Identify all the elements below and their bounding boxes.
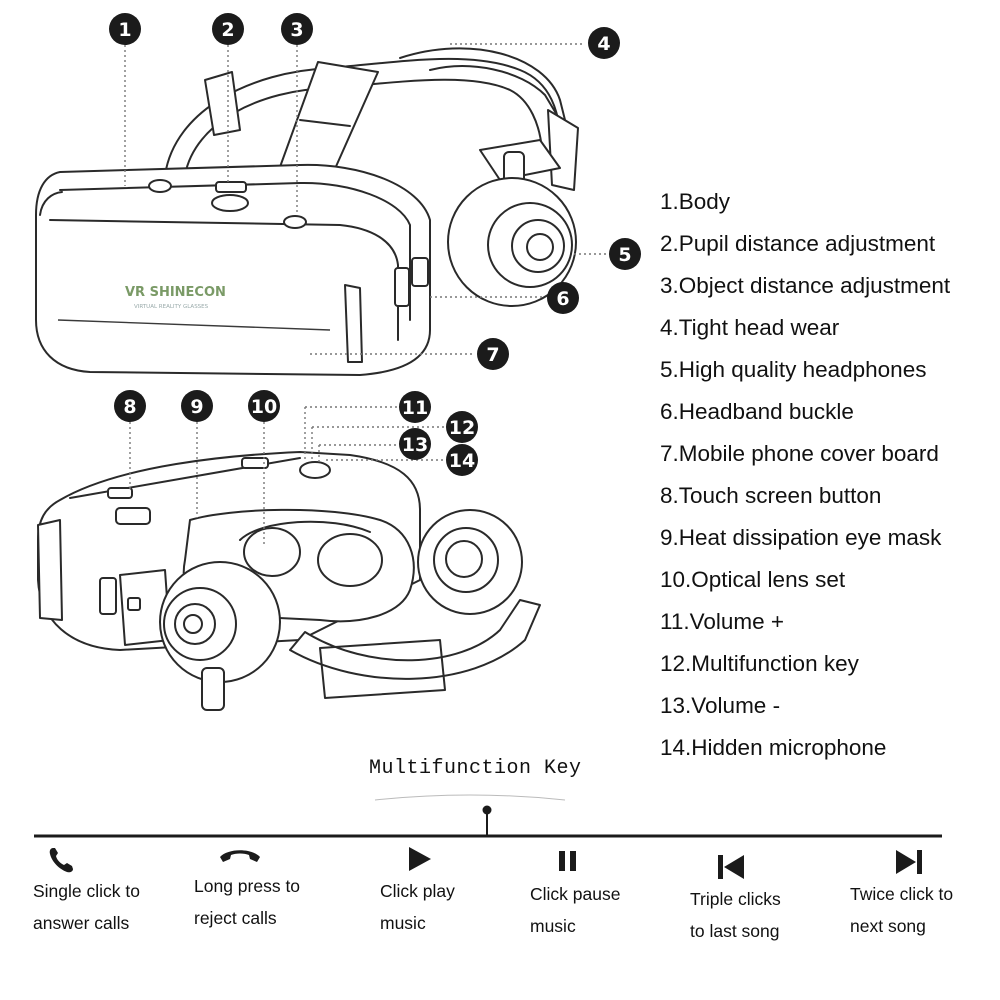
legend-item-object-distance: 3.Object distance adjustment <box>660 273 951 298</box>
svg-text:5: 5 <box>618 244 631 266</box>
marker-2: 2 <box>212 13 244 45</box>
marker-8: 8 <box>114 390 146 422</box>
marker-1: 1 <box>109 13 141 45</box>
legend-item-body: 1.Body <box>660 189 731 214</box>
key-answer-call-line2: answer calls <box>33 913 130 933</box>
key-previous-song-line1: Triple clicks <box>690 889 781 909</box>
key-previous-song-line2: to last song <box>690 921 780 941</box>
marker-4: 4 <box>588 27 620 59</box>
legend-item-head-wear: 4.Tight head wear <box>660 315 840 340</box>
hang-up-icon <box>220 850 260 862</box>
leader-lines <box>124 43 607 545</box>
key-pause-music: Click pause music <box>530 848 620 942</box>
key-pause-music-line2: music <box>530 916 576 936</box>
key-reject-call-line2: reject calls <box>194 908 277 928</box>
svg-text:3: 3 <box>290 19 303 41</box>
play-icon <box>409 847 431 871</box>
marker-10: 10 <box>248 390 280 422</box>
headset-front-view: VR SHINECON VIRTUAL REALITY GLASSES <box>35 47 579 376</box>
svg-text:11: 11 <box>402 397 428 419</box>
legend-item-headphones: 5.High quality headphones <box>660 357 927 382</box>
key-next-song-line2: next song <box>850 916 926 936</box>
legend-item-eye-mask: 9.Heat dissipation eye mask <box>660 525 942 550</box>
logo-subtext: VIRTUAL REALITY GLASSES <box>134 304 209 310</box>
headset-rear-view <box>37 451 541 711</box>
key-next-song: Twice click to next song <box>850 848 953 942</box>
marker-14: 14 <box>446 444 478 476</box>
key-play-music: Click play music <box>380 845 455 939</box>
key-answer-call: Single click to answer calls <box>33 845 140 939</box>
legend-item-multifunction-key: 12.Multifunction key <box>660 651 859 676</box>
svg-text:14: 14 <box>449 450 475 472</box>
svg-text:13: 13 <box>402 434 428 456</box>
pause-icon <box>559 851 576 871</box>
legend-item-headband-buckle: 6.Headband buckle <box>660 399 854 424</box>
next-track-icon <box>896 850 922 874</box>
legend-item-lens-set: 10.Optical lens set <box>660 567 846 592</box>
svg-text:10: 10 <box>251 396 277 418</box>
svg-text:12: 12 <box>449 417 475 439</box>
svg-text:7: 7 <box>486 344 499 366</box>
headphone-bottom <box>159 561 281 683</box>
marker-6: 6 <box>547 282 579 314</box>
legend-item-pupil-distance: 2.Pupil distance adjustment <box>660 231 936 256</box>
parts-legend: 1.Body 2.Pupil distance adjustment 3.Obj… <box>660 183 950 771</box>
phone-icon <box>49 848 73 873</box>
key-previous-song: Triple clicks to last song <box>690 853 781 947</box>
previous-track-icon <box>718 855 744 879</box>
marker-11: 11 <box>399 391 431 423</box>
svg-text:9: 9 <box>190 396 203 418</box>
legend-item-volume-up: 11.Volume + <box>660 609 785 634</box>
key-reject-call: Long press to reject calls <box>194 840 300 934</box>
key-answer-call-line1: Single click to <box>33 881 140 901</box>
marker-9: 9 <box>181 390 213 422</box>
multifunction-key-title: Multifunction Key <box>369 757 582 780</box>
marker-7: 7 <box>477 338 509 370</box>
svg-text:2: 2 <box>221 19 234 41</box>
key-play-music-line1: Click play <box>380 881 455 901</box>
key-next-song-line1: Twice click to <box>850 884 954 904</box>
logo-text: VR SHINECON <box>125 285 226 300</box>
headphone-top <box>447 177 577 307</box>
svg-text:8: 8 <box>123 396 136 418</box>
key-play-music-line2: music <box>380 913 426 933</box>
svg-text:1: 1 <box>118 19 131 41</box>
key-pause-music-line1: Click pause <box>530 884 621 904</box>
marker-12: 12 <box>446 411 478 443</box>
key-reject-call-line1: Long press to <box>194 876 301 896</box>
legend-item-touch-button: 8.Touch screen button <box>660 483 882 508</box>
svg-text:6: 6 <box>556 288 569 310</box>
legend-item-volume-down: 13.Volume - <box>660 693 781 718</box>
marker-13: 13 <box>399 428 431 460</box>
number-markers: 1 2 3 4 5 6 7 8 9 10 11 12 13 14 <box>109 13 641 476</box>
svg-text:4: 4 <box>597 33 610 55</box>
marker-5: 5 <box>609 238 641 270</box>
marker-3: 3 <box>281 13 313 45</box>
legend-item-cover-board: 7.Mobile phone cover board <box>660 441 939 466</box>
legend-item-microphone: 14.Hidden microphone <box>660 735 887 760</box>
multifunction-axis <box>34 794 942 838</box>
